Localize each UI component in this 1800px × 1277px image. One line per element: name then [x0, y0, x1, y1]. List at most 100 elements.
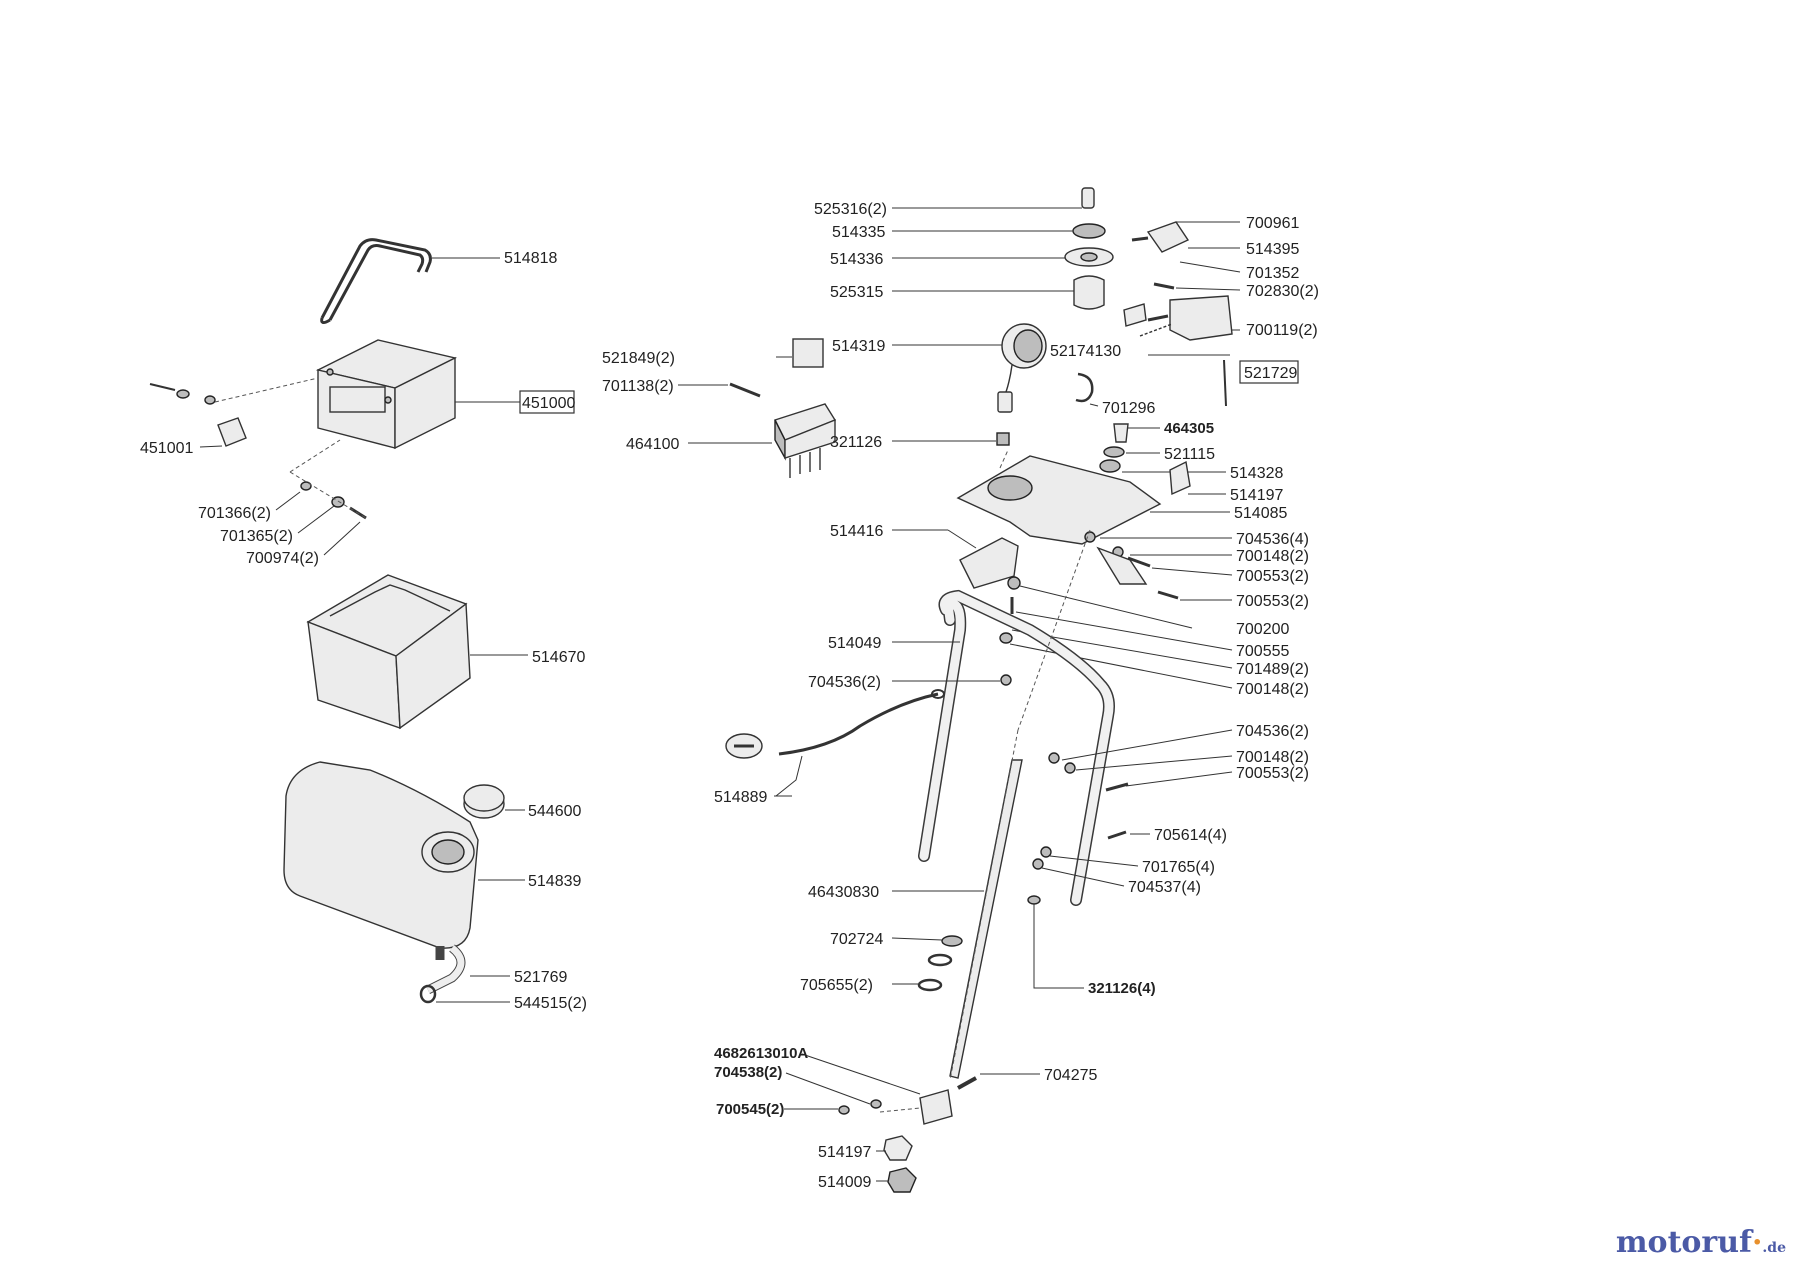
label-52174130: 52174130 [1050, 343, 1121, 360]
small-hardware [999, 531, 1233, 689]
label-514335: 514335 [832, 224, 885, 241]
screw-701138 [678, 382, 761, 398]
strap-514818 [320, 238, 500, 325]
label-514328: 514328 [1230, 465, 1283, 482]
label-514197b: 514197 [818, 1144, 871, 1161]
plug-464305 [1113, 423, 1160, 443]
label-321126-4: 321126(4) [1088, 980, 1156, 997]
label-700148-a: 700148(2) [1236, 548, 1309, 565]
label-514049: 514049 [828, 635, 881, 652]
fasteners-battery [275, 439, 367, 556]
label-514009: 514009 [818, 1174, 871, 1191]
battery-tray-514670 [306, 574, 528, 730]
hose-521769 [419, 944, 510, 1004]
rod-46430830 [892, 529, 1091, 1081]
clip-701296 [1075, 372, 1099, 407]
clip-451001 [149, 377, 319, 448]
label-525315: 525315 [830, 284, 883, 301]
hour-meter-514319 [892, 323, 1047, 413]
switch-514197 [1169, 460, 1226, 496]
part-labels: 514818 451000 451001 701366(2) 701365(2)… [140, 201, 1319, 1191]
label-702724: 702724 [830, 931, 883, 948]
label-704536-2b: 704536(2) [1236, 723, 1309, 740]
label-700553-a: 700553(2) [1236, 568, 1309, 585]
label-701765: 701765(4) [1142, 859, 1215, 876]
label-321126: 321126 [830, 434, 882, 451]
label-702830: 702830(2) [1246, 283, 1319, 300]
label-700545: 700545(2) [716, 1101, 784, 1118]
cap-514009 [876, 1167, 917, 1193]
label-514839: 514839 [528, 873, 581, 890]
label-514818: 514818 [504, 250, 557, 267]
bracket-521729 [1123, 295, 1240, 407]
label-521849: 521849(2) [602, 350, 675, 367]
dashboard-514085 [956, 449, 1230, 545]
brand-logo: motoruf·.de [1615, 1225, 1786, 1260]
fuse-box-464100 [688, 403, 837, 478]
label-514416: 514416 [830, 523, 883, 540]
fuel-tank-514839 [283, 761, 525, 949]
label-700553-c: 700553(2) [1236, 765, 1309, 782]
label-704275: 704275 [1044, 1067, 1097, 1084]
label-514889: 514889 [714, 789, 767, 806]
bracket-514416 [892, 529, 1019, 589]
washer-521115 [1103, 446, 1160, 458]
battery-451000 [315, 339, 520, 450]
nut-514197 [876, 1135, 913, 1161]
label-514319: 514319 [832, 338, 885, 355]
steering-joint [784, 1053, 1040, 1125]
label-521115: 521115 [1164, 446, 1215, 463]
label-700974: 700974(2) [246, 550, 319, 567]
label-704538: 704538(2) [714, 1064, 782, 1081]
label-701365: 701365(2) [220, 528, 293, 545]
label-451000: 451000 [522, 395, 575, 412]
label-525316: 525316(2) [814, 201, 887, 218]
label-514670: 514670 [532, 649, 585, 666]
label-514336: 514336 [830, 251, 883, 268]
label-701366: 701366(2) [198, 505, 271, 522]
fasteners-705614 [1032, 830, 1150, 887]
label-700961: 700961 [1246, 215, 1299, 232]
label-464100: 464100 [626, 436, 679, 453]
relay-521849 [776, 338, 824, 368]
label-4682613010A: 4682613010A [714, 1045, 808, 1062]
label-box-451000 [519, 390, 575, 414]
grommet-321126 [892, 432, 1010, 446]
cover-514395 [1131, 221, 1241, 291]
label-701138: 701138(2) [602, 378, 674, 395]
fasteners-handle-right [1048, 729, 1233, 792]
label-46430830: 46430830 [808, 884, 879, 901]
label-700119: 700119(2) [1246, 322, 1318, 339]
label-700553-b: 700553(2) [1236, 593, 1309, 610]
grommets-321126-4 [1027, 895, 1084, 989]
label-705614: 705614(4) [1154, 827, 1227, 844]
label-451001: 451001 [140, 440, 193, 457]
cap-544600 [463, 784, 525, 819]
label-704537: 704537(4) [1128, 879, 1201, 896]
label-701296: 701296 [1102, 400, 1155, 417]
label-521729: 521729 [1244, 365, 1297, 382]
label-514197a: 514197 [1230, 487, 1283, 504]
label-700200: 700200 [1236, 621, 1289, 638]
label-700148-b: 700148(2) [1236, 681, 1309, 698]
label-521769: 521769 [514, 969, 567, 986]
label-544600: 544600 [528, 803, 581, 820]
ignition-switch [892, 187, 1114, 310]
label-544515: 544515(2) [514, 995, 587, 1012]
label-700148-c: 700148(2) [1236, 749, 1309, 766]
washers-702724 [891, 935, 963, 992]
label-701352: 701352 [1246, 265, 1299, 282]
label-704536-4: 704536(4) [1236, 531, 1309, 548]
label-705655: 705655(2) [800, 977, 873, 994]
label-704536-2a: 704536(2) [808, 674, 881, 691]
label-464305: 464305 [1164, 420, 1214, 437]
handle-frame-514049 [892, 589, 1115, 906]
label-514395: 514395 [1246, 241, 1299, 258]
label-701489: 701489(2) [1236, 661, 1309, 678]
label-700555: 700555 [1236, 643, 1289, 660]
label-box-521729 [1239, 360, 1299, 384]
label-514085: 514085 [1234, 505, 1287, 522]
cable-514889 [725, 674, 1012, 797]
